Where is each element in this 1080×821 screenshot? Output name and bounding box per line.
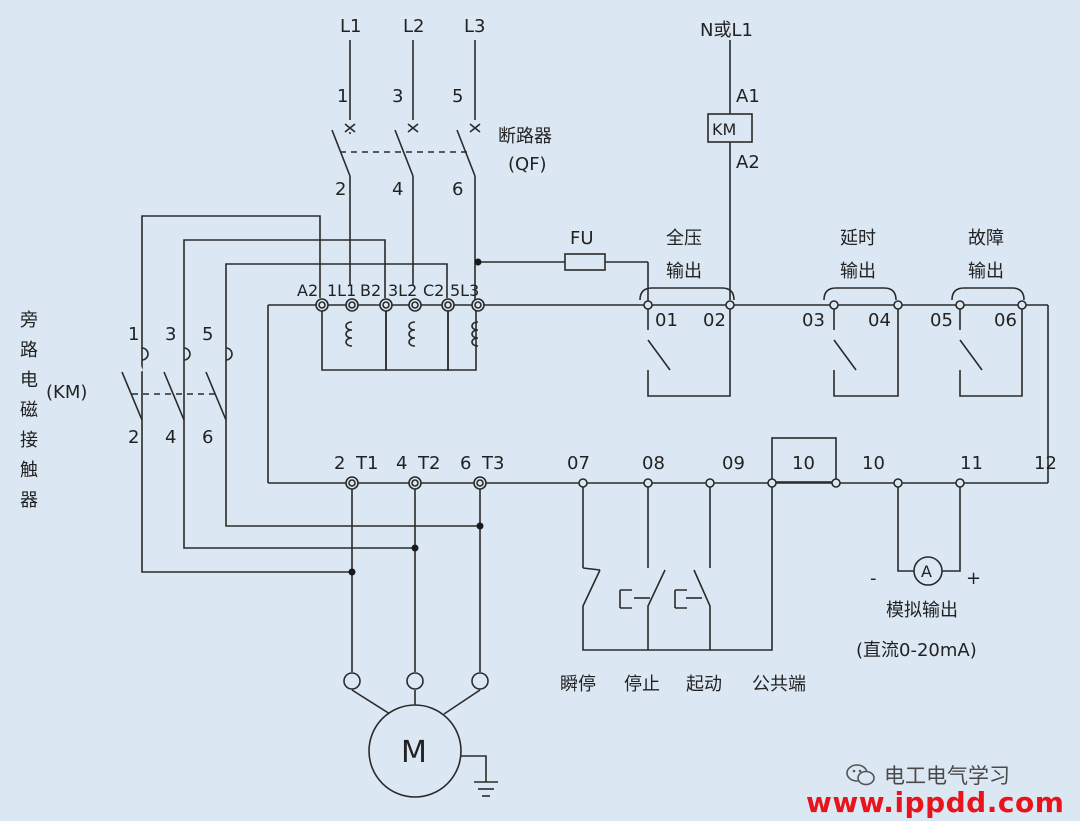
motor-label: M: [401, 735, 427, 770]
bypass-top-5: 5: [202, 324, 213, 345]
bterm-t3: T3: [481, 453, 504, 474]
bypass-wiring: [120, 215, 480, 573]
bterm-4: 4: [396, 453, 407, 474]
relay-full-title-2: 输出: [666, 261, 702, 282]
bterm-12: 12: [1034, 453, 1057, 474]
bypass-top-1: 1: [128, 324, 139, 345]
bypass-char-7: 器: [20, 490, 38, 511]
bypass-char-4: 磁: [20, 400, 38, 421]
analog-label: 模拟输出: [886, 600, 958, 621]
breaker-tag: (QF): [508, 154, 547, 175]
wechat-watermark: 电工电气学习: [846, 762, 1076, 788]
bypass-bot-2: 2: [128, 427, 139, 448]
bypass-char-2: 路: [20, 340, 38, 361]
label-l2: L2: [403, 16, 424, 37]
btn-stop: 停止: [624, 674, 660, 695]
label-l1: L1: [340, 16, 361, 37]
motor-wiring: [351, 483, 498, 798]
ct-coils: [345, 321, 479, 347]
relay-delay-title-2: 输出: [840, 261, 876, 282]
junction-dots: [348, 258, 484, 576]
bterm-2: 2: [334, 453, 345, 474]
control-inputs: [582, 437, 961, 651]
bypass-top-3: 3: [165, 324, 176, 345]
fuse: [564, 253, 606, 271]
bterm-07: 07: [567, 453, 590, 474]
coil-label: KM: [712, 120, 736, 139]
fuse-label: FU: [570, 228, 594, 249]
ammeter-icon: [913, 556, 943, 586]
btn-stop-instant: 瞬停: [560, 674, 596, 695]
top-terminal-rings: [315, 298, 1027, 312]
breaker-top-3: 3: [392, 86, 403, 107]
analog-range: (直流0-20mA): [856, 640, 977, 661]
wechat-account-name: 电工电气学习: [884, 764, 1010, 788]
bterm-09: 09: [722, 453, 745, 474]
bypass-char-1: 旁: [20, 310, 38, 331]
term-1l1: 1L1: [327, 281, 356, 300]
bypass-char-3: 电: [20, 370, 38, 391]
bterm-t1: T1: [355, 453, 378, 474]
relay-delay-title-1: 延时: [840, 228, 876, 249]
relay-term-02: 02: [703, 310, 726, 331]
bterm-t2: T2: [417, 453, 440, 474]
breaker-top-5: 5: [452, 86, 463, 107]
term-b2: B2: [360, 281, 381, 300]
breaker-bot-4: 4: [392, 179, 403, 200]
analog-minus: -: [870, 568, 877, 589]
bterm-10b: 10: [862, 453, 885, 474]
breaker-name: 断路器: [498, 126, 552, 147]
label-l3: L3: [464, 16, 485, 37]
term-3l2: 3L2: [388, 281, 417, 300]
ammeter-label: A: [921, 562, 932, 581]
bus-lines: [267, 261, 1049, 484]
km-coil: [707, 40, 753, 300]
relay-term-03: 03: [802, 310, 825, 331]
relay-term-01: 01: [655, 310, 678, 331]
label-ctrl-supply: N或L1: [700, 20, 753, 41]
analog-plus: +: [966, 568, 981, 589]
relay-term-04: 04: [868, 310, 891, 331]
breaker-qf: [331, 40, 481, 300]
term-a2: A2: [297, 281, 318, 300]
site-url: www.ippdd.com: [806, 786, 1065, 819]
bypass-char-6: 触: [20, 460, 38, 481]
relay-term-05: 05: [930, 310, 953, 331]
coil-a1: A1: [736, 86, 760, 107]
relay-outputs: [639, 287, 1025, 397]
relay-term-06: 06: [994, 310, 1017, 331]
term-5l3: 5L3: [450, 281, 479, 300]
bterm-10a: 10: [792, 453, 815, 474]
term-c2: C2: [423, 281, 444, 300]
bypass-tag: (KM): [46, 382, 87, 403]
relay-full-title-1: 全压: [666, 228, 702, 249]
breaker-bot-6: 6: [452, 179, 463, 200]
bypass-bot-4: 4: [165, 427, 176, 448]
breaker-top-1: 1: [337, 86, 348, 107]
bottom-terminal-rings: [343, 476, 965, 690]
wechat-icon: [846, 763, 876, 787]
bterm-08: 08: [642, 453, 665, 474]
relay-fault-title-2: 输出: [968, 261, 1004, 282]
bypass-bot-6: 6: [202, 427, 213, 448]
labels: L1 L2 L3 N或L1 1 3 5 2 4 6 断路器 (QF) A1 KM…: [20, 16, 1057, 770]
btn-common: 公共端: [752, 674, 806, 695]
coil-a2: A2: [736, 152, 760, 173]
bterm-6: 6: [460, 453, 471, 474]
btn-start: 起动: [686, 674, 722, 695]
breaker-bot-2: 2: [335, 179, 346, 200]
relay-fault-title-1: 故障: [968, 228, 1004, 249]
bypass-char-5: 接: [20, 430, 38, 451]
bterm-11: 11: [960, 453, 983, 474]
